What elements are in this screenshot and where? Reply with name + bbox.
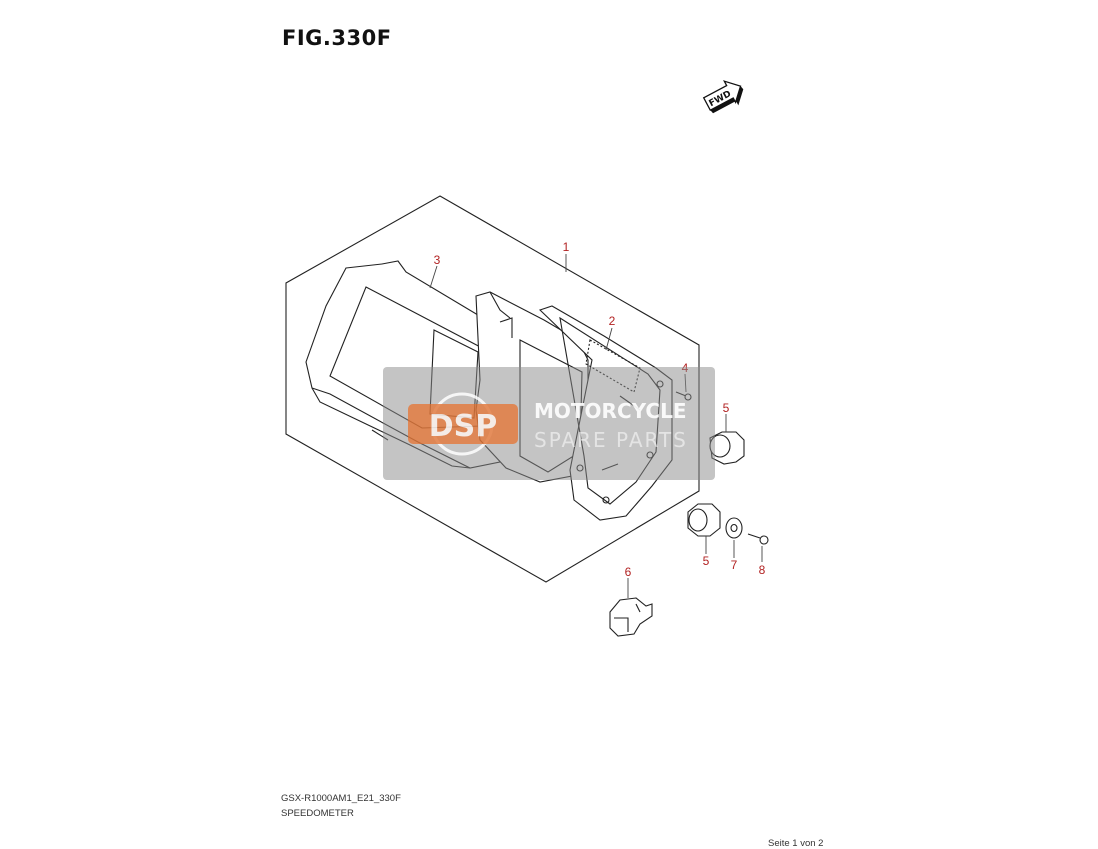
callout-3: 3 [434, 253, 441, 267]
part-8-screw [747, 533, 769, 545]
callout-7: 7 [731, 558, 738, 572]
model-code: GSX-R1000AM1_E21_330F [281, 793, 401, 804]
callout-5a: 5 [723, 401, 730, 415]
part-6-connector [609, 597, 653, 637]
watermark: DSP MOTORCYCLE SPARE PARTS [383, 367, 715, 480]
callout-8: 8 [759, 563, 766, 577]
part-7-washer [725, 517, 743, 539]
svg-text:DSP: DSP [429, 409, 498, 444]
watermark-sub: SPARE PARTS [534, 428, 688, 452]
section-name: SPEEDOMETER [281, 808, 354, 819]
watermark-brand: MOTORCYCLE [534, 399, 686, 423]
callout-6: 6 [625, 565, 632, 579]
watermark-logo-icon: DSP [408, 392, 518, 456]
fwd-arrow-icon: FWD [702, 80, 744, 114]
part-5-grommet-lower [687, 503, 721, 537]
assembly-outline [285, 195, 700, 583]
page-indicator: Seite 1 von 2 [768, 838, 824, 849]
part-5-grommet-upper [709, 431, 745, 465]
callout-5b: 5 [703, 554, 710, 568]
callout-2: 2 [609, 314, 616, 328]
callout-1: 1 [563, 240, 570, 254]
figure-title: FIG.330F [282, 26, 392, 50]
